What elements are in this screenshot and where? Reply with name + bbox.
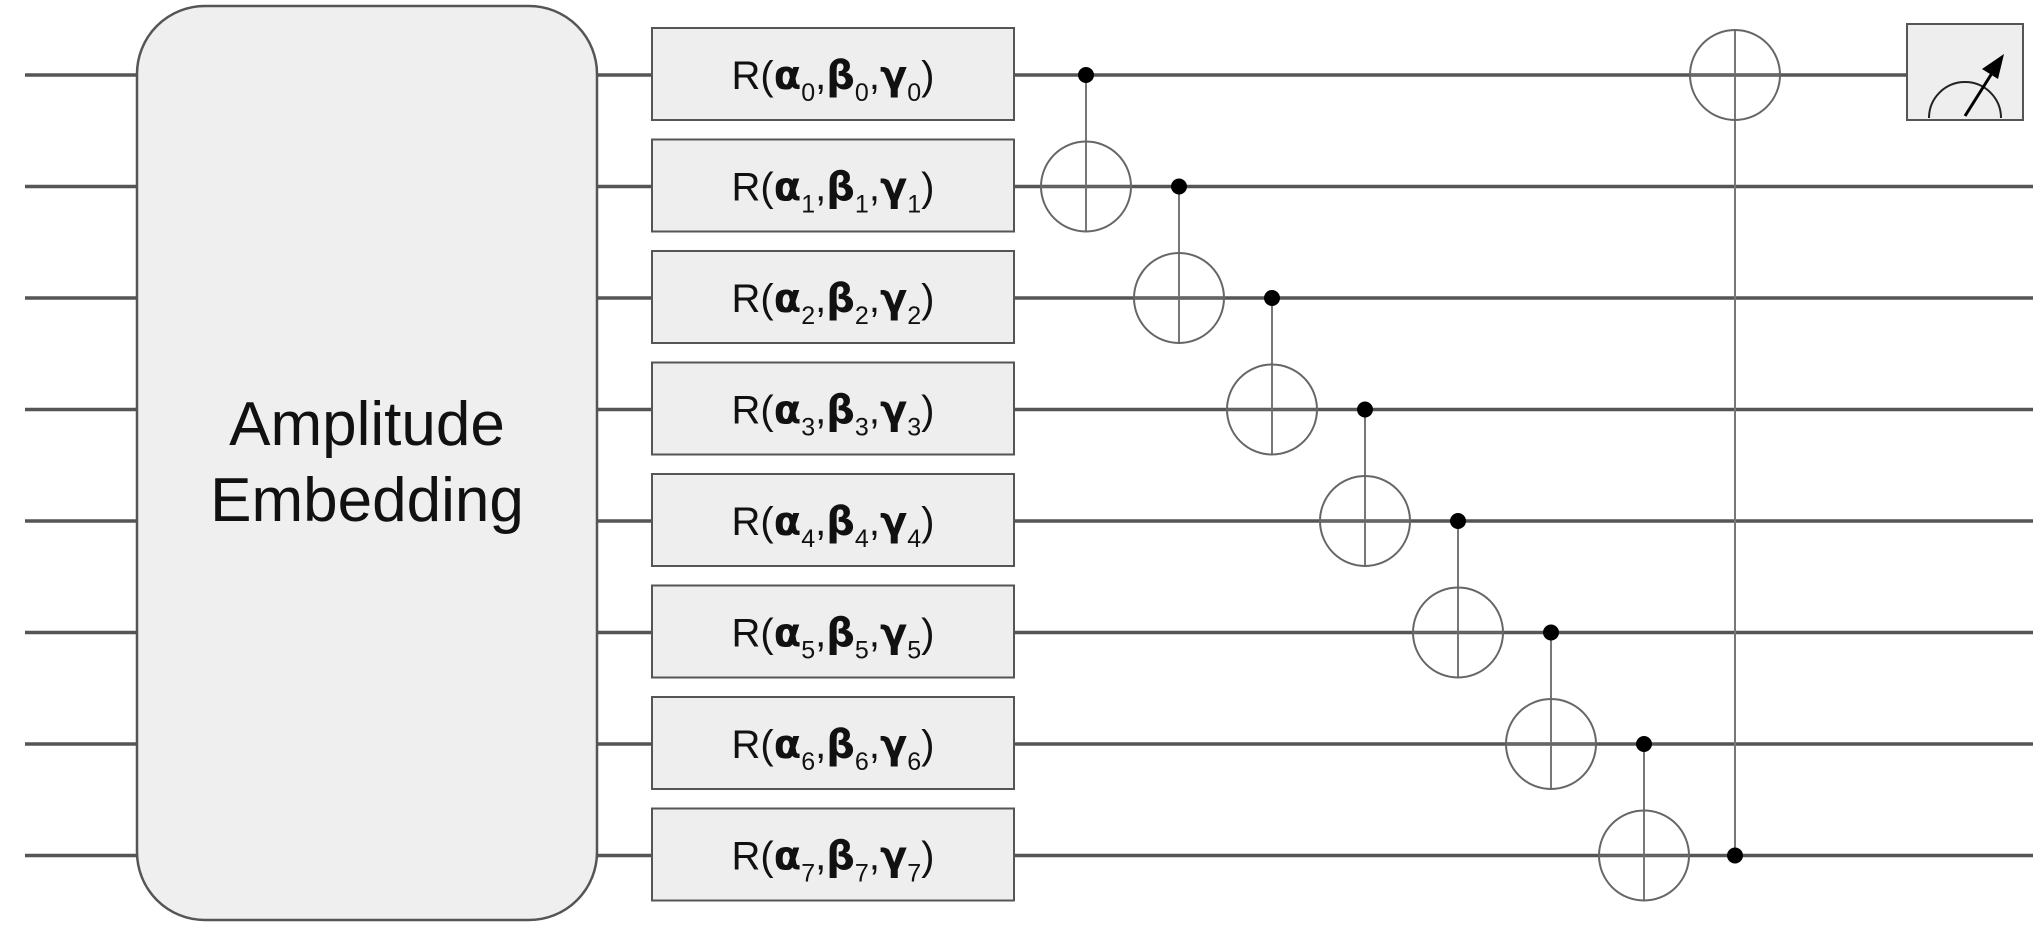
cnot-gate bbox=[1412, 513, 1504, 679]
rotation-gate-label: R(α1,β1,γ1) bbox=[732, 165, 935, 219]
rotation-gate-box bbox=[651, 27, 1015, 121]
meter-arc-icon bbox=[1928, 81, 2002, 119]
cnot-ladder bbox=[1040, 29, 1781, 902]
rotation-gate: R(α1,β1,γ1) bbox=[651, 138, 1015, 233]
cnot-control-dot bbox=[1543, 624, 1559, 641]
measurement-block bbox=[1906, 23, 2024, 121]
cnot-gate bbox=[1598, 736, 1690, 902]
rotation-gate-label: R(α7,β7,γ7) bbox=[732, 834, 935, 888]
cnot-gate bbox=[1689, 29, 1781, 864]
rotation-gate-box bbox=[651, 696, 1015, 790]
rotation-gate-box bbox=[651, 807, 1015, 902]
cnot-gate bbox=[1226, 290, 1318, 456]
cnot-control-dot bbox=[1357, 401, 1373, 418]
rotation-gate: R(α4,β4,γ4) bbox=[651, 473, 1015, 567]
cnot-gate bbox=[1133, 178, 1225, 344]
rotation-gate: R(α0,β0,γ0) bbox=[651, 27, 1015, 121]
embedding-label-line-1: Amplitude bbox=[229, 390, 505, 459]
rotation-gate-box bbox=[651, 473, 1015, 567]
rotation-gate-label: R(α2,β2,γ2) bbox=[732, 276, 935, 330]
cnot-gate bbox=[1505, 624, 1597, 790]
meter-arrowhead-icon bbox=[1982, 54, 2004, 79]
cnot-control-dot bbox=[1078, 67, 1094, 83]
rotation-gate: R(α3,β3,γ3) bbox=[651, 361, 1015, 456]
measurement-box bbox=[1906, 23, 2024, 121]
rotation-gate-label: R(α6,β6,γ6) bbox=[732, 722, 935, 776]
meter-needle-icon bbox=[1963, 69, 1996, 117]
rotation-gate-label: R(α5,β5,γ5) bbox=[732, 611, 935, 665]
cnot-control-dot bbox=[1636, 736, 1652, 752]
rotation-gate: R(α2,β2,γ2) bbox=[651, 250, 1015, 344]
rotation-gate-label: R(α4,β4,γ4) bbox=[732, 499, 935, 553]
rotation-gate-label: R(α0,β0,γ0) bbox=[732, 53, 935, 107]
rotation-gate-label: R(α3,β3,γ3) bbox=[732, 388, 935, 442]
amplitude-embedding-box bbox=[135, 4, 599, 922]
rotation-gates: R(α0,β0,γ0) R(α1,β1,γ1) R(α2,β2,γ2) R(α3,β3… bbox=[651, 27, 1015, 902]
rotation-gate: R(α5,β5,γ5) bbox=[651, 584, 1015, 679]
rotation-gate-box bbox=[651, 138, 1015, 233]
cnot-control-dot bbox=[1171, 178, 1187, 195]
cnot-gate bbox=[1040, 67, 1132, 233]
cnot-control-dot bbox=[1264, 290, 1280, 306]
rotation-gate-box bbox=[651, 250, 1015, 344]
rotation-gate: R(α7,β7,γ7) bbox=[651, 807, 1015, 902]
cnot-gate bbox=[1319, 401, 1411, 567]
amplitude-embedding-block: Amplitude Embedding bbox=[135, 4, 599, 922]
rotation-gate: R(α6,β6,γ6) bbox=[651, 696, 1015, 790]
rotation-gate-box bbox=[651, 584, 1015, 679]
rotation-gate-box bbox=[651, 361, 1015, 456]
embedding-label-line-2: Embedding bbox=[210, 466, 524, 535]
cnot-control-dot bbox=[1450, 513, 1466, 529]
cnot-control-dot bbox=[1727, 847, 1743, 864]
